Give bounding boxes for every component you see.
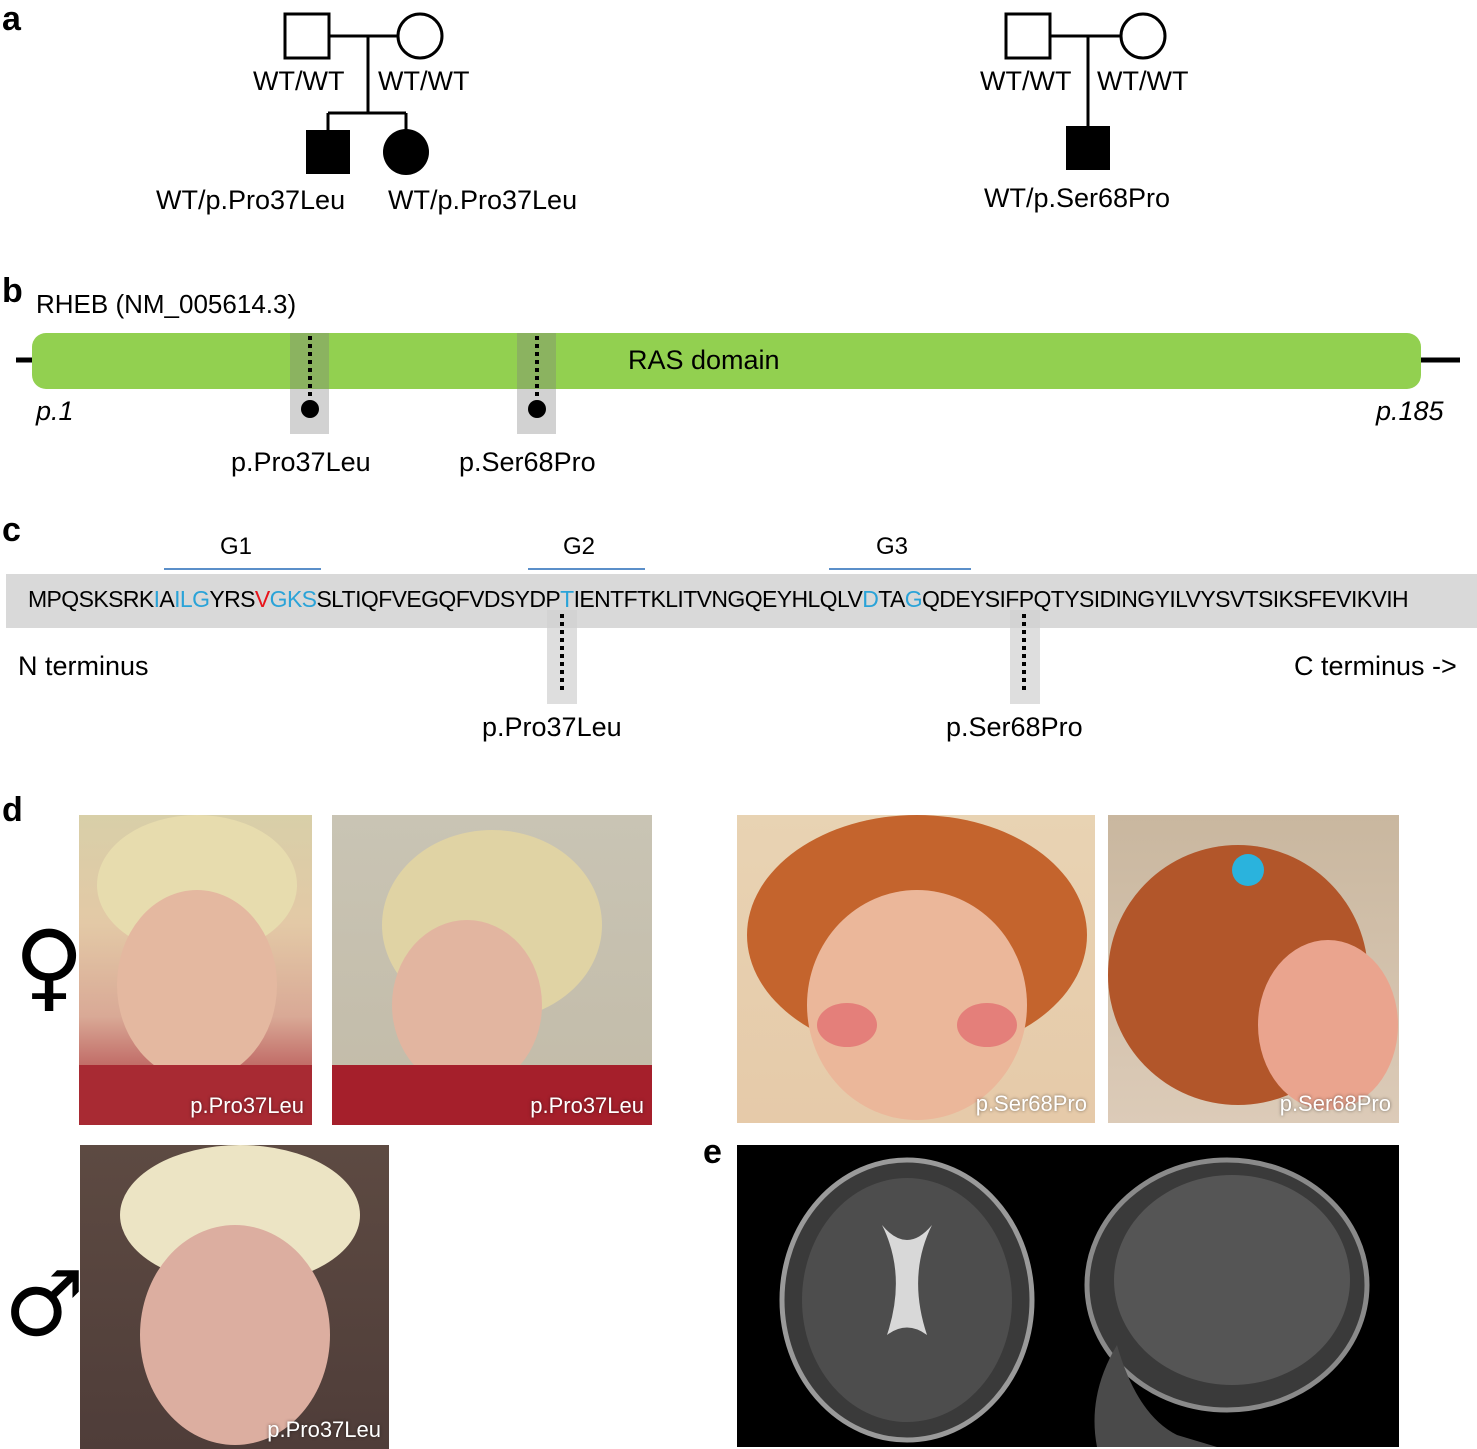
sequence-segment: A [159, 586, 175, 612]
sequence-segment: V [254, 586, 270, 612]
male-symbol: ♂ [4, 1252, 85, 1357]
sequence-segment: T [560, 586, 574, 612]
pedigree-right [1004, 12, 1167, 170]
g3-label: G3 [876, 533, 909, 560]
sequence-segment: SLTIQFVEGQFVDSYDP [316, 586, 561, 612]
sequence-mutation-markers [547, 610, 1040, 704]
photo-female-ser68pro-profile: p.Ser68Pro [1108, 815, 1399, 1123]
panel-label-d: d [2, 791, 23, 829]
mutation2-highlight [517, 333, 556, 434]
pedigree2-father-symbol [1004, 12, 1052, 60]
mutation1-highlight [290, 333, 329, 434]
pedigree1-son-symbol [306, 130, 350, 174]
sequence-segment: GKS [269, 586, 317, 612]
sequence-segment: YRS [209, 586, 255, 612]
g2-label: G2 [563, 533, 596, 560]
mutation2-label: p.Ser68Pro [459, 447, 596, 477]
face-placeholder-4 [1108, 845, 1398, 1110]
pedigree1-daughter-genotype: WT/p.Pro37Leu [388, 185, 578, 215]
mri-images [737, 1145, 1399, 1447]
pedigree1-mother-symbol [396, 12, 444, 60]
mutation2-marker-dot [528, 400, 546, 418]
face-placeholder-3 [747, 815, 1087, 1120]
mutation1-label: p.Pro37Leu [231, 447, 371, 477]
photo-caption-3: p.Ser68Pro [975, 1091, 1087, 1116]
pedigree-left [283, 12, 444, 175]
amino-acid-sequence: MPQSKSRKIAILGYRSVGKSSLTIQFVEGQFVDSYDPTIE… [28, 586, 1409, 613]
ras-domain-bar [32, 333, 1421, 389]
sequence-segment: ILG [174, 586, 210, 612]
ras-domain-label: RAS domain [628, 345, 780, 375]
pedigree1-father-genotype: WT/WT [253, 66, 345, 96]
protein-name: RHEB (NM_005614.3) [36, 289, 297, 319]
pedigree2-father-genotype: WT/WT [980, 66, 1072, 96]
pedigree2-mother-genotype: WT/WT [1097, 66, 1189, 96]
photo-caption-4: p.Ser68Pro [1279, 1091, 1391, 1116]
sequence-bar [6, 574, 1477, 628]
protein-start-label: p.1 [36, 396, 74, 426]
photo-caption-2: p.Pro37Leu [530, 1093, 644, 1118]
pedigree1-son-genotype: WT/p.Pro37Leu [156, 185, 346, 215]
n-terminus-label: N terminus [18, 651, 149, 681]
sequence-segment: MPQSKSRK [28, 586, 154, 612]
seq-mutation2-label: p.Ser68Pro [946, 712, 1083, 742]
mutation1-marker-dot [301, 400, 319, 418]
sequence-segment: I [153, 586, 160, 612]
photo-caption-5: p.Pro37Leu [267, 1417, 381, 1442]
pedigree2-mother-symbol [1119, 12, 1167, 60]
sequence-segment: G [904, 586, 923, 612]
sequence-segment: D [862, 586, 879, 612]
panel-label-b: b [2, 272, 23, 310]
protein-end-label: p.185 [1376, 396, 1444, 426]
sequence-segment: TA [878, 586, 905, 612]
panel-label-c: c [2, 511, 21, 549]
g1-bar [164, 568, 321, 570]
panel-label-e: e [703, 1133, 722, 1171]
panel-label-a: a [2, 0, 21, 38]
pedigree2-son-symbol [1066, 126, 1110, 170]
photo-female-ser68pro-front: p.Ser68Pro [737, 815, 1095, 1123]
pedigree1-daughter-symbol [383, 129, 429, 175]
pedigree1-mother-genotype: WT/WT [378, 66, 470, 96]
pedigree2-son-genotype: WT/p.Ser68Pro [984, 183, 1171, 213]
sequence-segment: IENTFTKLITVNGQEYHLQLV [573, 586, 863, 612]
seq-mutation1-label: p.Pro37Leu [482, 712, 622, 742]
face-placeholder-1 [79, 815, 312, 1125]
g2-bar [528, 568, 645, 570]
mri-placeholder [779, 1157, 1370, 1447]
g3-bar [829, 568, 971, 570]
photo-male-pro37leu-front: p.Pro37Leu [80, 1145, 389, 1449]
face-placeholder-2 [332, 830, 652, 1125]
c-terminus-label: C terminus -> [1294, 651, 1457, 681]
photo-caption-1: p.Pro37Leu [190, 1093, 304, 1118]
g1-label: G1 [220, 533, 253, 560]
female-symbol: ♀ [14, 910, 85, 1022]
pedigree1-father-symbol [283, 12, 331, 60]
protein-schematic [16, 333, 1460, 434]
photo-female-pro37leu-profile: p.Pro37Leu [332, 815, 652, 1125]
photo-female-pro37leu-front: p.Pro37Leu [79, 815, 312, 1125]
sequence-segment: QDEYSIFPQTYSIDINGYILVYSVTSIKSFEVIKVIH [921, 586, 1409, 612]
face-placeholder-5 [120, 1145, 360, 1445]
